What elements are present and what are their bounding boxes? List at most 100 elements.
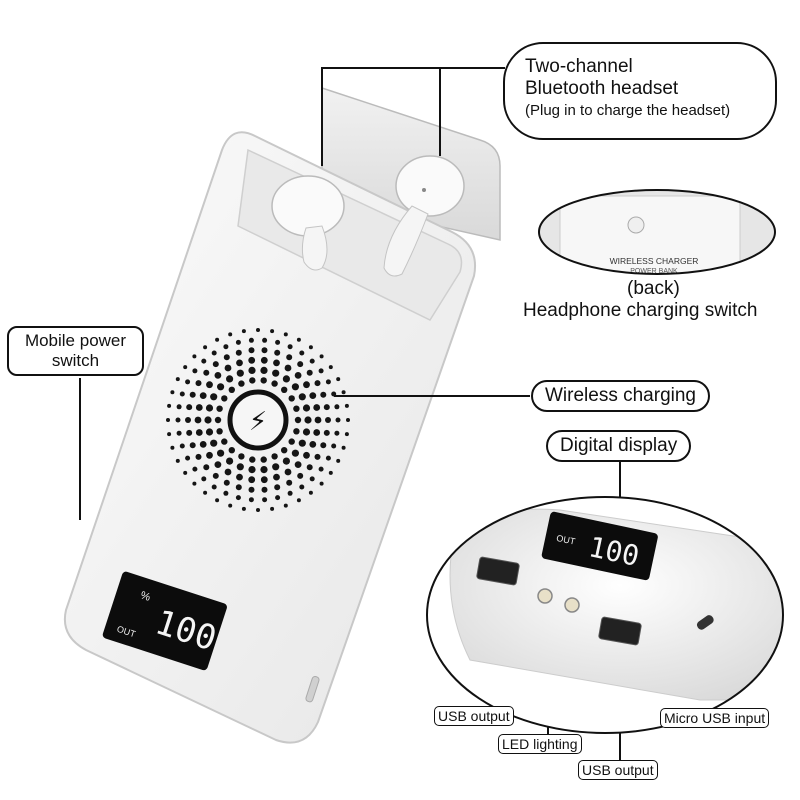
wireless-dot [260,456,267,463]
wireless-dot [320,391,327,398]
wireless-charging-icon: ⚡ [227,389,289,451]
wireless-dot [308,490,313,495]
wireless-dot [214,372,222,379]
wireless-dot [287,344,293,350]
wireless-dot [335,417,341,423]
wireless-dot [270,506,275,511]
wireless-dot [235,339,241,345]
wireless-dot [204,416,212,424]
wireless-dot [241,506,246,511]
wireless-dot [298,393,306,401]
wireless-dot [308,345,313,350]
wireless-dot [170,445,175,450]
wireless-dot [328,470,333,475]
wireless-dot [303,381,310,389]
svg-text:POWER BANK: POWER BANK [630,268,678,275]
wireless-dot [296,498,301,503]
wireless-dot [344,432,349,437]
wireless-dot [223,354,230,361]
wireless-dot [175,417,181,423]
wireless-dot [185,417,191,423]
wireless-dot [176,430,182,436]
wireless-dot [217,383,225,391]
mobile-power-switch-callout: Mobile power switch [7,326,144,376]
led-lighting-label: LED lighting [498,734,582,754]
wireless-dot [226,375,234,383]
wireless-dot [309,358,315,364]
wireless-dot [175,377,180,382]
wireless-dot [341,445,346,450]
wireless-dot [260,476,268,484]
usb-output-left-label: USB output [434,706,514,726]
wireless-dot [192,466,198,472]
back-caption: (back) [627,278,680,299]
wireless-dot [274,484,281,491]
wireless-dot [228,503,233,508]
wireless-dot [248,476,256,484]
wireless-dot [205,428,214,436]
wireless-dot [284,468,292,476]
wireless-dot [228,332,233,337]
wireless-dot [206,451,213,459]
wireless-dot [281,447,288,454]
wireless-dot [293,428,300,435]
svg-text:OUT: OUT [556,533,577,547]
wireless-dot [210,393,218,401]
wireless-dot [341,390,346,395]
wireless-dot [201,358,207,364]
wireless-dot [211,484,217,490]
wireless-dot [201,476,207,482]
mobile-power-line2: switch [51,351,100,370]
wireless-dot [344,403,349,408]
wireless-dot [195,380,202,387]
port-zoom-detail: 100 OUT [426,496,784,734]
mobile-power-line1: Mobile power [24,331,127,350]
wireless-dot [287,490,293,496]
wireless-dot [203,345,208,350]
wireless-dot [195,453,202,460]
wireless-dot [275,339,281,345]
wireless-dot [235,349,242,356]
wireless-dot [179,391,185,397]
headset-callout-line3: (Plug in to charge the headset) [525,102,731,119]
wireless-dot [211,350,217,356]
usb-output-right-label: USB output [578,760,658,780]
wireless-dot [281,386,288,393]
wireless-dot [304,416,312,424]
wireless-dot [221,395,228,402]
wireless-dot [256,508,260,512]
wireless-dot [302,404,311,412]
wireless-dot [176,404,182,410]
wireless-dot [185,379,191,385]
wireless-dot [288,395,295,402]
wireless-dot [336,458,341,463]
wireless-dot [286,479,293,486]
wireless-dot [346,418,350,422]
wireless-dot [192,354,197,359]
wireless-dot [248,497,254,503]
front-digital-display: 100 % OUT [102,571,227,671]
wireless-dot [291,449,299,457]
wireless-dot [274,349,281,356]
wireless-dot [216,405,223,412]
headset-callout: Two-channel Bluetooth headset (Plug in t… [503,42,777,140]
wireless-dot [325,379,331,385]
digital-display-callout: Digital display [546,430,692,462]
wireless-dot [313,404,321,411]
wireless-dot [260,356,268,364]
wireless-dot [226,457,234,465]
wireless-dot [282,375,290,383]
wireless-dot [186,429,193,436]
wireless-dot [236,359,243,367]
wireless-dot [192,368,198,374]
wireless-dot [248,347,255,354]
wireless-dot [273,473,280,481]
wireless-dot [241,329,246,334]
wireless-dot [297,361,304,368]
wireless-dot [297,472,304,479]
wireless-dot [167,403,172,408]
wireless-dot [314,416,322,424]
wireless-dot [272,463,280,471]
wireless-dot [185,455,191,461]
